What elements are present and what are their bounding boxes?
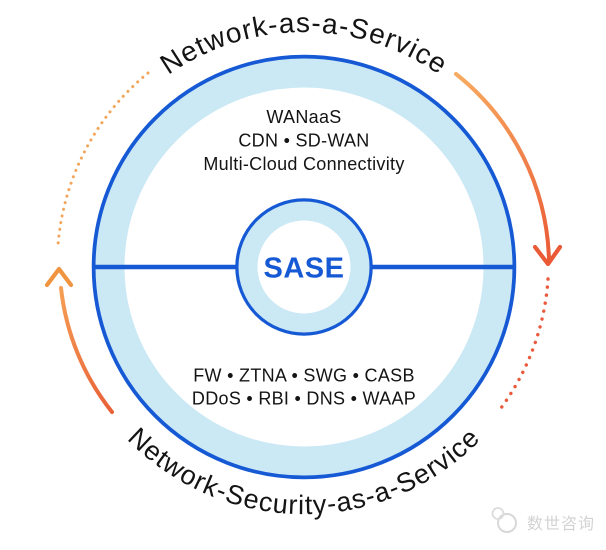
shushi-logo-swirl-icon (491, 507, 505, 520)
nsaas-item-1: FW • ZTNA • SWG • CASB (193, 366, 415, 386)
naas-item-1: WANaaS (266, 107, 341, 127)
watermark-label: 数世咨询 (527, 515, 595, 533)
left-flow-arc (59, 286, 114, 414)
right-flow-arc (454, 72, 551, 262)
right-flow-arrowhead-icon (532, 244, 563, 267)
left-flow-arrowhead-icon (44, 266, 74, 288)
naas-item-3: Multi-Cloud Connectivity (203, 154, 404, 174)
naas-item-2: CDN • SD-WAN (238, 131, 369, 151)
nsaas-item-2: DDoS • RBI • DNS • WAAP (192, 389, 416, 409)
sase-label: SASE (264, 253, 345, 285)
shushi-logo-icon (497, 513, 517, 533)
sase-circle-band (238, 201, 370, 333)
right-flow-dotted-arc (496, 277, 550, 414)
watermark: 数世咨询 (491, 507, 595, 533)
